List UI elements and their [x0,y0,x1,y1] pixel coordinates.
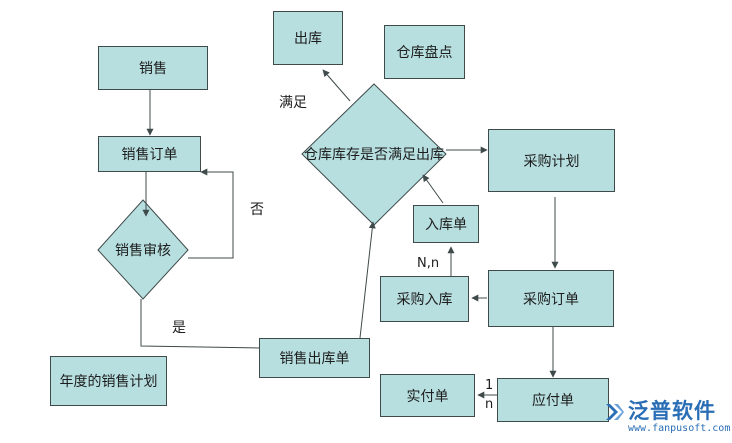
node-sales-outbound: 销售出库单 [259,338,370,378]
edge-review-yes [140,299,260,349]
node-sales-label: 销售 [139,61,167,77]
node-purchase-plan: 采购计划 [488,129,615,192]
node-sales-outbound-label: 销售出库单 [279,351,350,367]
logo-text: 泛普软件 [628,399,716,423]
edge-label-n-n: N,n [417,256,440,271]
node-purchase-order-label: 采购订单 [523,291,579,308]
node-actual-payment-label: 实付单 [406,388,449,405]
node-outbound-label: 出库 [294,31,322,47]
node-inbound-order: 入库单 [413,205,479,243]
node-inbound-order-label: 入库单 [425,217,467,233]
node-purchase-inbound-label: 采购入库 [396,292,453,308]
node-inventory-check: 仓库盘点 [384,25,465,79]
edge-slip-to-stock [422,174,444,204]
fanpusoft-logo: 泛普软件 www.fanpusoft.com [602,392,730,442]
node-purchase-order: 采购订单 [488,270,614,327]
edge-label-no: 否 [250,202,264,218]
node-inventory-check-label: 仓库盘点 [396,45,453,61]
node-payable: 应付单 [497,378,609,422]
node-actual-payment: 实付单 [380,374,475,417]
edge-label-satisfied: 满足 [279,95,307,111]
edge-stock-to-out [322,69,351,102]
node-payable-label: 应付单 [532,393,574,409]
edge-outbound-to-stock [359,221,376,339]
node-sales-order: 销售订单 [98,136,201,172]
logo-mark-icon [606,404,624,420]
node-sales-review-label: 销售审核 [115,243,171,259]
node-sales-order-label: 销售订单 [121,147,178,163]
node-annual-sales-plan-label: 年度的销售计划 [59,374,158,390]
node-sales: 销售 [98,46,208,90]
edge-label-one: 1 [485,378,494,393]
logo-url: www.fanpusoft.com [628,423,731,434]
node-annual-sales-plan: 年度的销售计划 [50,356,167,406]
edge-review-no-loop [188,168,234,259]
edge-label-n: n [485,397,494,412]
edge-label-yes: 是 [172,320,186,336]
node-stock-sufficient-label: 仓库库存是否满足出库 [304,147,444,163]
node-purchase-inbound: 采购入库 [380,276,469,322]
sales-review-diamond [97,199,189,300]
node-purchase-plan-label: 采购计划 [523,153,580,170]
node-outbound: 出库 [273,11,343,65]
